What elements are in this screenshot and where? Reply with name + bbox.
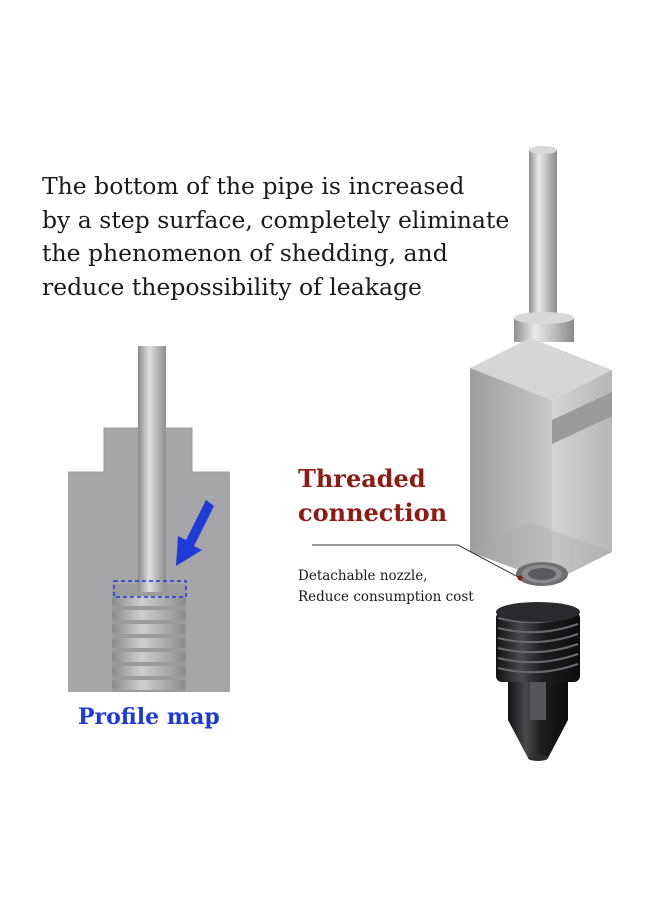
note-line-1: Detachable nozzle, <box>298 568 428 584</box>
threaded-hole <box>516 562 568 586</box>
profile-threads <box>112 596 186 690</box>
threaded-connection-label: Threaded connection <box>298 462 498 530</box>
headline-line-2: by a step surface, completely eliminate <box>42 205 510 234</box>
step-surface-marker <box>113 580 187 598</box>
headline-line-4: reduce thepossibility of leakage <box>42 272 422 301</box>
profile-cross-section <box>68 346 230 692</box>
arrow-down-left-icon <box>176 500 214 566</box>
threaded-label-line-1: Threaded <box>298 464 426 493</box>
note-line-2: Reduce consumption cost <box>298 589 474 605</box>
headline: The bottom of the pipe is increased by a… <box>42 170 542 304</box>
nozzle <box>496 602 580 761</box>
hotend-assembly <box>312 146 612 761</box>
profile-map-label: Profile map <box>78 704 220 730</box>
threaded-label-line-2: connection <box>298 498 448 527</box>
callout-leader-line <box>312 544 521 579</box>
detachable-nozzle-note: Detachable nozzle, Reduce consumption co… <box>298 566 528 608</box>
headline-line-1: The bottom of the pipe is increased <box>42 172 465 200</box>
headline-line-3: the phenomenon of shedding, and <box>42 239 448 267</box>
